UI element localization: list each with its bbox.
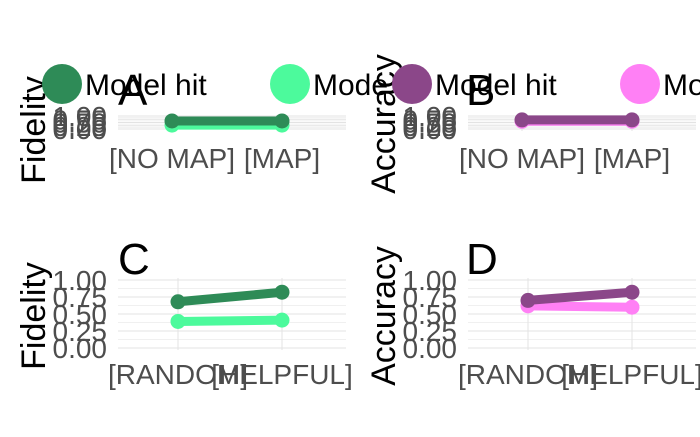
legend: Model hit Mo <box>392 64 700 104</box>
x-tick-label: [RANDOM] <box>108 359 248 390</box>
y-tick-label: 0.25 <box>403 111 458 142</box>
y-tick-label: 0.75 <box>403 104 458 135</box>
panel-a: 0.000.250.500.751.00[NO MAP][MAP]Fidelit… <box>15 64 388 184</box>
y-tick-label: 0.25 <box>53 111 108 142</box>
y-tick-label: 1.00 <box>53 265 108 296</box>
x-tick-label: [HELPFUL] <box>561 359 700 390</box>
data-point <box>164 113 180 129</box>
series-line-model-hit <box>523 287 637 305</box>
legend-key-miss <box>620 64 660 104</box>
x-tick-label: [NO MAP] <box>109 143 235 174</box>
data-point <box>624 112 640 128</box>
data-point <box>170 313 186 329</box>
panel-letter: D <box>466 235 498 284</box>
data-point <box>274 113 290 129</box>
y-axis-label: Accuracy <box>365 246 403 386</box>
y-tick-label: 0.25 <box>403 316 458 347</box>
y-tick-label: 0.00 <box>53 114 108 145</box>
y-tick-label: 1.00 <box>53 101 108 132</box>
y-tick-label: 0.75 <box>403 282 458 313</box>
y-axis-label: Fidelity <box>15 262 53 370</box>
series-line-model-miss <box>523 301 637 312</box>
legend-label-hit: Model hit <box>85 69 207 102</box>
legend-label-miss: Mo <box>663 69 700 102</box>
panel-letter: B <box>466 66 495 115</box>
y-tick-label: 0.25 <box>53 316 108 347</box>
legend-key-hit <box>392 64 432 104</box>
y-tick-label: 0.50 <box>53 299 108 330</box>
series-line-model-miss <box>173 315 287 326</box>
data-point <box>170 294 186 310</box>
panel-b: 0.000.250.500.751.00[NO MAP][MAP]Accurac… <box>365 54 700 194</box>
panel-letter: A <box>118 66 148 115</box>
data-point <box>624 299 640 315</box>
series-line-model-hit <box>173 287 287 307</box>
data-point <box>274 312 290 328</box>
x-tick-label: [MAP] <box>594 143 670 174</box>
x-tick-label: [RANDOM] <box>458 359 598 390</box>
data-point <box>514 112 530 128</box>
y-tick-label: 0.75 <box>53 282 108 313</box>
y-tick-label: 0.00 <box>53 333 108 364</box>
panel-c: 0.000.250.500.751.00 [RANDOM][HELPFUL] Fid… <box>15 235 353 390</box>
legend-key-hit <box>42 64 82 104</box>
y-tick-label: 0.50 <box>403 299 458 330</box>
x-tick-label: [NO MAP] <box>459 143 585 174</box>
x-tick-label: [HELPFUL] <box>211 359 353 390</box>
legend-label-miss: Mode <box>313 69 388 102</box>
data-point <box>520 292 536 308</box>
x-tick-label: [MAP] <box>244 143 320 174</box>
y-tick-label: 1.00 <box>403 101 458 132</box>
y-tick-label: 1.00 <box>403 265 458 296</box>
legend-label-hit: Model hit <box>435 69 557 102</box>
y-tick-label: 0.75 <box>53 104 108 135</box>
panel-d: 0.000.250.500.751.00 [RANDOM][HELPFUL] Acc… <box>365 235 700 390</box>
y-tick-label: 0.50 <box>53 108 108 139</box>
y-tick-label: 0.00 <box>403 333 458 364</box>
data-point <box>274 284 290 300</box>
data-point <box>624 284 640 300</box>
y-tick-label: 0.50 <box>403 108 458 139</box>
y-tick-label: 0.00 <box>403 114 458 145</box>
panel-letter: C <box>118 235 150 284</box>
legend: Model hit Mode <box>42 64 388 104</box>
legend-key-miss <box>270 64 310 104</box>
